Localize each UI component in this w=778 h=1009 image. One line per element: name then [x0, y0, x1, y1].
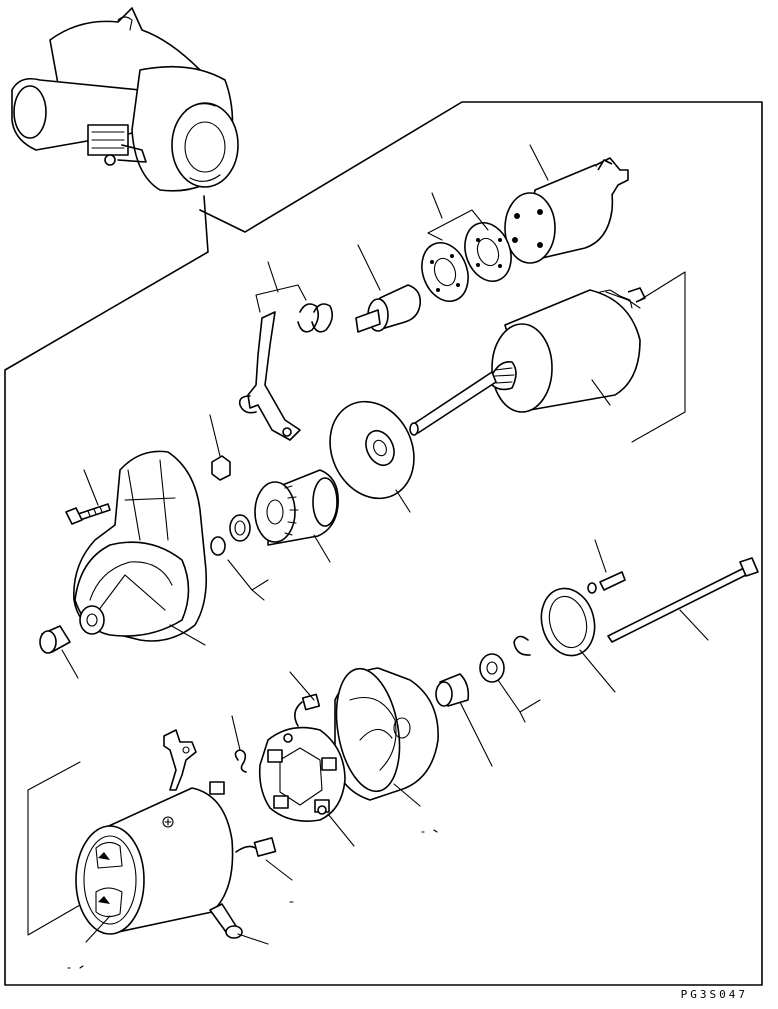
return-spring [298, 304, 332, 332]
brush-spring [235, 750, 246, 772]
yoke-assembly [76, 788, 276, 934]
yoke-screw [210, 904, 242, 938]
stop-piece [212, 456, 230, 480]
small-screw [588, 572, 625, 593]
leader-lines [28, 145, 708, 944]
armature [410, 288, 645, 435]
stray-marks [68, 830, 437, 968]
rear-bushing [436, 674, 468, 706]
pinion-clutch [255, 470, 338, 545]
center-plate [315, 388, 430, 512]
washers [480, 636, 530, 682]
shift-lever [240, 312, 300, 440]
through-bolt [608, 558, 758, 642]
brush-holder [260, 694, 345, 821]
drive-housing [74, 451, 206, 641]
assembled-starter [12, 8, 238, 191]
gasket-plates [414, 216, 519, 307]
plunger [356, 285, 420, 332]
drawing-code: PG3S047 [680, 988, 748, 1001]
rear-end-frame [328, 664, 438, 800]
housing-bolt [66, 504, 110, 524]
solenoid [505, 158, 628, 263]
exploded-view-boundary [5, 102, 762, 985]
yoke-lead [164, 730, 224, 794]
bushing [40, 626, 70, 653]
pinion-stop [211, 515, 250, 555]
cover-ring [534, 582, 602, 661]
